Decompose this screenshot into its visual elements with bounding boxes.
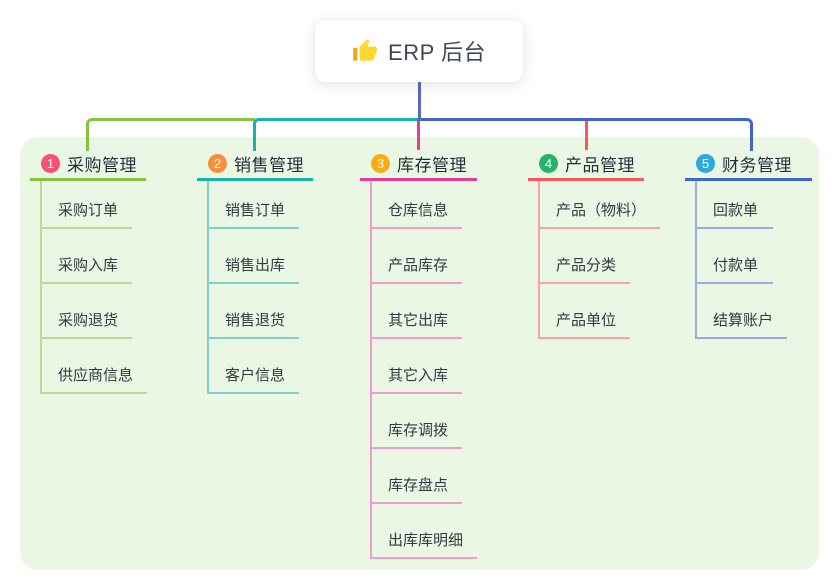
child-node[interactable]: 销售退货	[209, 284, 300, 339]
branch-header[interactable]: 1 采购管理	[30, 149, 146, 181]
child-label: 供应商信息	[58, 367, 134, 384]
child-node[interactable]: 产品库存	[372, 229, 463, 284]
branch-column: 2 销售管理 销售订单销售出库销售退货客户信息	[197, 149, 313, 394]
child-node[interactable]: 库存盘点	[372, 449, 463, 504]
branch-column: 1 采购管理 采购订单采购入库采购退货供应商信息	[30, 149, 148, 394]
branch-header[interactable]: 4 产品管理	[528, 149, 644, 181]
branch-label: 采购管理	[67, 156, 137, 175]
child-node[interactable]: 销售出库	[209, 229, 300, 284]
child-label: 库存调拨	[388, 422, 449, 439]
child-node[interactable]: 仓库信息	[372, 181, 463, 229]
child-node[interactable]: 出库库明细	[372, 504, 478, 559]
child-label: 产品分类	[556, 257, 617, 274]
child-label: 产品库存	[388, 257, 449, 274]
child-node[interactable]: 采购退货	[42, 284, 133, 339]
child-node[interactable]: 回款单	[697, 181, 773, 229]
child-node[interactable]: 付款单	[697, 229, 773, 284]
root-title: ERP 后台	[388, 40, 486, 65]
child-label: 客户信息	[225, 367, 286, 384]
branch-children: 采购订单采购入库采购退货供应商信息	[40, 181, 148, 394]
branch-number-badge: 3	[371, 154, 390, 173]
child-label: 产品（物料）	[556, 202, 647, 219]
child-node[interactable]: 其它入库	[372, 339, 463, 394]
child-node[interactable]: 产品单位	[540, 284, 631, 339]
child-node[interactable]: 产品（物料）	[540, 181, 661, 229]
branch-column: 5 财务管理 回款单付款单结算账户	[685, 149, 812, 339]
child-node[interactable]: 采购订单	[42, 181, 133, 229]
child-label: 采购入库	[58, 257, 119, 274]
child-label: 仓库信息	[388, 202, 449, 219]
child-label: 出库库明细	[388, 532, 464, 549]
branch-label: 库存管理	[397, 156, 467, 175]
branch-children: 销售订单销售出库销售退货客户信息	[207, 181, 300, 394]
branch-number-badge: 4	[539, 154, 558, 173]
branch-children: 仓库信息产品库存其它出库其它入库库存调拨库存盘点出库库明细	[370, 181, 478, 559]
mindmap-panel	[20, 137, 819, 570]
child-label: 库存盘点	[388, 477, 449, 494]
thumbs-up-icon	[352, 38, 378, 64]
child-node[interactable]: 产品分类	[540, 229, 631, 284]
child-label: 销售退货	[225, 312, 286, 329]
child-label: 产品单位	[556, 312, 617, 329]
child-node[interactable]: 销售订单	[209, 181, 300, 229]
child-node[interactable]: 采购入库	[42, 229, 133, 284]
child-label: 采购退货	[58, 312, 119, 329]
child-label: 销售订单	[225, 202, 286, 219]
branch-number-badge: 1	[41, 154, 60, 173]
child-label: 付款单	[713, 257, 759, 274]
child-label: 其它入库	[388, 367, 449, 384]
branch-number-badge: 2	[208, 154, 227, 173]
child-node[interactable]: 其它出库	[372, 284, 463, 339]
branch-children: 产品（物料） 产品分类产品单位	[538, 181, 661, 339]
child-label: 结算账户	[713, 312, 774, 329]
child-node[interactable]: 结算账户	[697, 284, 788, 339]
branch-column: 4 产品管理 产品（物料） 产品分类产品单位	[528, 149, 661, 339]
branch-column: 3 库存管理 仓库信息产品库存其它出库其它入库库存调拨库存盘点出库库明细	[360, 149, 478, 559]
child-label: 其它出库	[388, 312, 449, 329]
child-node[interactable]: 库存调拨	[372, 394, 463, 449]
child-label: 销售出库	[225, 257, 286, 274]
child-node[interactable]: 供应商信息	[42, 339, 148, 394]
branch-header[interactable]: 3 库存管理	[360, 149, 477, 181]
child-label: 采购订单	[58, 202, 119, 219]
branch-children: 回款单付款单结算账户	[695, 181, 788, 339]
branch-header[interactable]: 5 财务管理	[685, 149, 812, 181]
branch-label: 财务管理	[722, 156, 792, 175]
child-node[interactable]: 客户信息	[209, 339, 300, 394]
branch-label: 产品管理	[565, 156, 635, 175]
branch-header[interactable]: 2 销售管理	[197, 149, 313, 181]
branch-label: 销售管理	[234, 156, 304, 175]
child-label: 回款单	[713, 202, 759, 219]
root-node[interactable]: ERP 后台	[315, 20, 523, 82]
branch-number-badge: 5	[696, 154, 715, 173]
